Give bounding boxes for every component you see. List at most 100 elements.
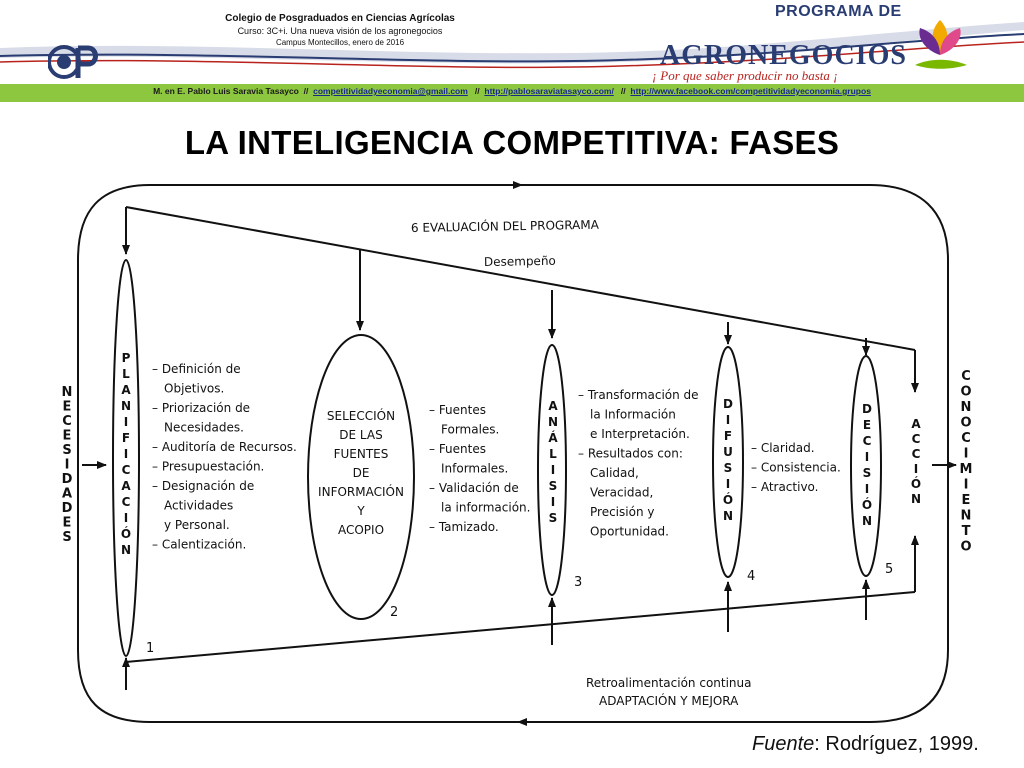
diffusion-item-line: – Atractivo. [751, 480, 819, 494]
planning-letter: A [121, 383, 131, 397]
knowledge-letter: M [960, 462, 973, 477]
knowledge-letter: T [962, 524, 971, 539]
campus-date: Campus Montecillos, enero de 2016 [275, 38, 405, 47]
analysis-item-line: la Información [590, 408, 676, 422]
planning-ellipse [112, 259, 140, 657]
decision-letter: D [862, 402, 872, 416]
knowledge-letter: C [961, 369, 971, 384]
selection-ellipse [307, 334, 415, 620]
facebook-link[interactable]: http://www.facebook.com/competitividadye… [630, 86, 871, 96]
knowledge-letter: I [964, 478, 969, 493]
selection-label-line: Y [356, 504, 365, 518]
email-link[interactable]: competitividadyeconomia@gmail.com [313, 86, 468, 96]
cp-logo-icon [48, 45, 98, 79]
needs-letter: N [62, 385, 73, 400]
action-letter: Ó [911, 476, 921, 491]
analysis-item-line: – Transformación de [578, 388, 699, 402]
selection-label-line: FUENTES [334, 447, 389, 461]
decision-letter: I [865, 450, 869, 464]
diffusion-letter: D [723, 397, 733, 411]
selection-item-line: Informales. [441, 462, 508, 476]
planning-letter: Ó [121, 526, 131, 541]
analysis-item-line: Precisión y [590, 505, 654, 519]
source-label: Fuente [752, 733, 815, 755]
selection-label-line: DE LAS [339, 428, 382, 442]
separator: // [303, 86, 309, 96]
selection-item-line: – Fuentes [429, 442, 486, 456]
flower-logo-icon [915, 20, 967, 69]
knowledge-letter: O [960, 540, 971, 555]
knowledge-letter: O [960, 385, 971, 400]
planning-item-line: – Designación de [152, 479, 254, 493]
planning-item-line: – Presupuestación. [152, 460, 264, 474]
program-label: PROGRAMA DE [775, 3, 902, 20]
knowledge-letter: I [964, 447, 969, 462]
selection-label-line: INFORMACIÓN [318, 484, 404, 499]
institution-name: Colegio de Posgraduados en Ciencias Agrí… [225, 13, 455, 24]
diffusion-letter: U [723, 445, 733, 459]
phase1-number: 1 [146, 641, 154, 656]
diffusion-letter: I [726, 413, 730, 427]
website-link[interactable]: http://pablosaraviatasayco.com/ [484, 86, 614, 96]
action-letter: N [911, 492, 921, 506]
planning-letter: I [124, 415, 128, 429]
planning-letter: C [122, 463, 131, 477]
planning-letter: I [124, 511, 128, 525]
selection-label-line: SELECCIÓN [327, 408, 395, 423]
planning-item-line: – Definición de [152, 362, 241, 376]
performance-line [125, 206, 916, 351]
needs-letter: E [63, 516, 72, 531]
selection-label-line: DE [353, 466, 370, 480]
performance-label: Desempeño [484, 254, 556, 269]
analysis-letter: N [548, 415, 558, 429]
needs-letter: D [62, 472, 73, 487]
adaptation-label: ADAPTACIÓN Y MEJORA [599, 693, 739, 708]
diffusion-letter: Ó [723, 492, 733, 507]
contact-bar-text: M. en E. Pablo Luis Saravia Tasayco // c… [0, 86, 1024, 96]
planning-item-line: Objetivos. [164, 382, 224, 396]
needs-letter: E [63, 400, 72, 415]
needs-letter: I [65, 458, 70, 473]
needs-letter: S [62, 443, 71, 458]
knowledge-letter: N [961, 509, 972, 524]
separator: // [474, 86, 480, 96]
needs-letter: A [62, 487, 72, 502]
analysis-item-line: e Interpretación. [590, 427, 690, 441]
analysis-item-line: Calidad, [590, 466, 639, 480]
selection-item-line: – Fuentes [429, 403, 486, 417]
agronegocios-logo: AGRONEGOCIOS ¡ Por que saber producir no… [640, 22, 940, 84]
program-name: AGRONEGOCIOS [660, 40, 907, 71]
knowledge-letter: C [961, 431, 971, 446]
evaluation-label: 6 EVALUACIÓN DEL PROGRAMA [411, 217, 600, 235]
source-citation: Fuente: Rodríguez, 1999. [752, 733, 979, 756]
planning-item-line: Necesidades. [164, 421, 244, 435]
phase4-items: – Claridad.– Consistencia.– Atractivo. [751, 441, 841, 494]
needs-letter: C [62, 414, 72, 429]
analysis-item-line: Oportunidad. [590, 525, 669, 539]
planning-letter: I [124, 447, 128, 461]
decision-ellipse [850, 355, 882, 577]
separator: // [620, 86, 626, 96]
header-swoosh [0, 22, 1024, 69]
planning-letter: N [121, 399, 131, 413]
phase5-number: 5 [885, 562, 893, 577]
decision-letter: E [863, 418, 871, 432]
decision-letter: S [863, 466, 872, 480]
feedback-line [125, 591, 916, 663]
action-letter: I [914, 462, 918, 476]
selection-item-line: Formales. [441, 423, 499, 437]
planning-letter: C [122, 495, 131, 509]
diffusion-letter: S [724, 461, 733, 475]
analysis-letter: A [548, 399, 558, 413]
diffusion-letter: N [723, 509, 733, 523]
source-text: : Rodríguez, 1999. [814, 733, 979, 755]
planning-item-line: – Priorización de [152, 401, 250, 415]
analysis-letter: Á [548, 430, 558, 445]
planning-letter: P [122, 351, 131, 365]
